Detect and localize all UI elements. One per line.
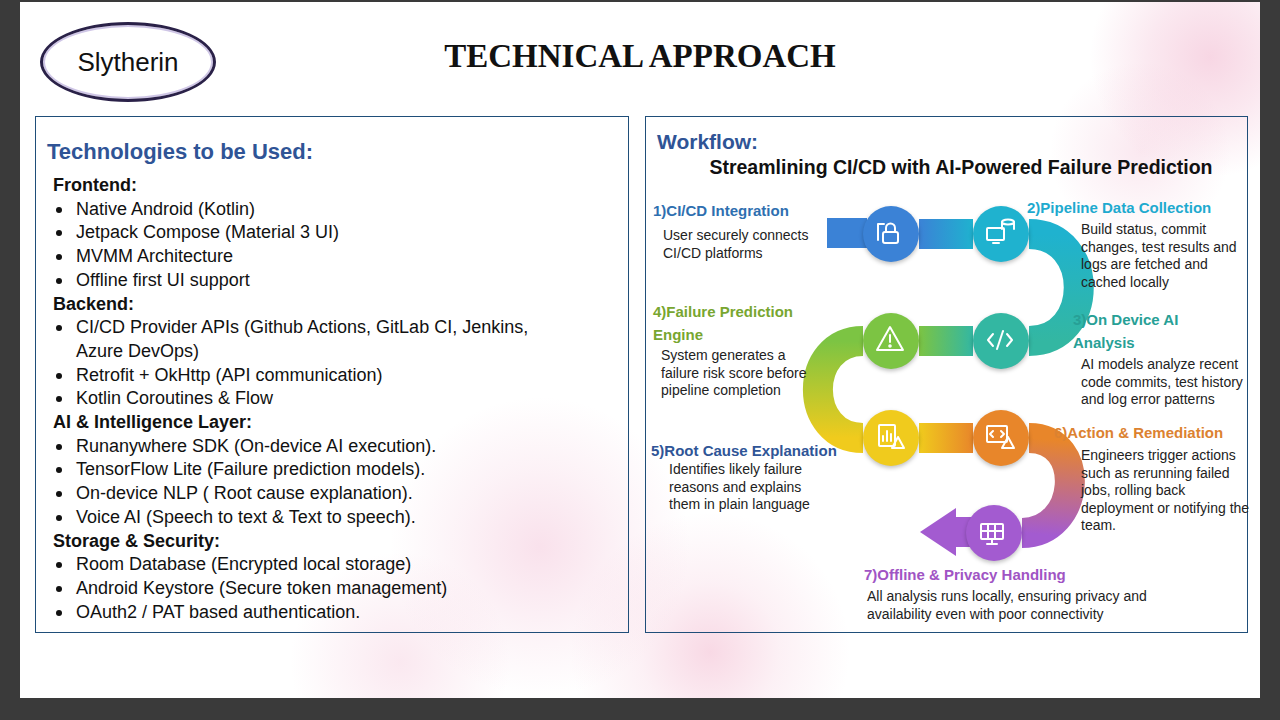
list-item: Retrofit + OkHttp (API communication) [76, 365, 383, 385]
bullet-dot [56, 491, 62, 497]
bullet-dot [56, 515, 62, 521]
list-item: Jetpack Compose (Material 3 UI) [76, 222, 339, 242]
bullet-dot [56, 396, 62, 402]
bullet-dot [56, 278, 62, 284]
panel-box: Workflow:Streamlining CI/CD with AI-Powe… [645, 116, 1248, 633]
tech-list: Frontend:Native Android (Kotlin) Jetpack … [53, 174, 573, 624]
list-row: Android Keystore (Secure token managemen… [53, 577, 573, 601]
flow-ribbon [1029, 234, 1079, 341]
step-title: 6)Action & Remediation [1054, 421, 1249, 444]
step-title: 2)Pipeline Data Collection [1027, 196, 1245, 219]
list-row: OAuth2 / PAT based authentication. [53, 601, 573, 625]
list-item: CI/CD Provider APIs (Github Actions, Git… [76, 317, 528, 361]
flow-ribbon [919, 326, 973, 356]
step-title: 1)CI/CD Integration [653, 199, 833, 222]
list-row: CI/CD Provider APIs (Github Actions, Git… [53, 316, 573, 363]
list-item: Native Android (Kotlin) [76, 199, 255, 219]
flow-ribbon [818, 341, 863, 438]
section-heading: Storage & Security: [53, 530, 573, 554]
bullet-dot [56, 230, 62, 236]
list-item: Voice AI (Speech to text & Text to speec… [76, 507, 416, 527]
step-text: All analysis runs locally, ensuring priv… [867, 588, 1157, 623]
step-circle: 1)CI/CD IntegrationUser securely connect… [863, 206, 919, 262]
list-row: Retrofit + OkHttp (API communication) [53, 364, 573, 388]
bullet-dot [56, 610, 62, 616]
section-heading: Backend: [53, 293, 573, 317]
list-row: MVMM Architecture [53, 245, 573, 269]
panel-box: Technologies to be Used: Frontend:Native … [35, 116, 629, 633]
bullet-dot [56, 325, 62, 331]
bullet-dot [56, 373, 62, 379]
bullet-dot [56, 254, 62, 260]
step-text: System generates a failure risk score be… [661, 347, 821, 400]
list-row: Offline first UI support [53, 269, 573, 293]
section-heading: AI & Intelligence Layer: [53, 411, 573, 435]
workflow-subtitle: Streamlining CI/CD with AI-Powered Failu… [673, 155, 1249, 179]
step-text: AI models analyze recent code commits, t… [1081, 356, 1253, 409]
list-item: Runanywhere SDK (On-device AI execution)… [76, 436, 436, 456]
ribbon-arrowhead [920, 508, 956, 556]
slide-title: TECHNICAL APPROACH [0, 38, 1280, 74]
flow-ribbon [919, 219, 973, 249]
step-title: 3)On Device AI Analysis [1073, 308, 1203, 354]
step-title: 5)Root Cause Explanation [651, 439, 861, 462]
team-oval: Slytherin [40, 22, 216, 102]
panel-heading: Technologies to be Used: [47, 139, 313, 165]
list-row: Native Android (Kotlin) [53, 198, 573, 222]
list-item: Room Database (Encrypted local storage) [76, 554, 411, 574]
list-row: On-device NLP ( Root cause explanation). [53, 482, 573, 506]
list-row: TensorFlow Lite (Failure prediction mode… [53, 458, 573, 482]
panel-heading: Workflow: [657, 129, 758, 155]
list-item: On-device NLP ( Root cause explanation). [76, 483, 413, 503]
bullet-dot [56, 444, 62, 450]
step-circle: 3)On Device AI AnalysisAI models analyze… [973, 313, 1029, 369]
list-item: Android Keystore (Secure token managemen… [76, 578, 447, 598]
list-item: OAuth2 / PAT based authentication. [76, 602, 360, 622]
list-row: Voice AI (Speech to text & Text to speec… [53, 506, 573, 530]
ribbon-start [827, 218, 867, 248]
step-text: User securely connects CI/CD platforms [663, 227, 828, 262]
step-text: Build status, commit changes, test resul… [1081, 221, 1253, 291]
step-text: Identifies likely failure reasons and ex… [669, 461, 819, 514]
bullet-dot [56, 586, 62, 592]
list-row: Jetpack Compose (Material 3 UI) [53, 221, 573, 245]
step-circle: 2)Pipeline Data CollectionBuild status, … [973, 206, 1029, 262]
bullet-dot [56, 562, 62, 568]
flow-ribbon [1022, 438, 1070, 533]
flow-ribbon [919, 423, 973, 453]
list-item: MVMM Architecture [76, 246, 233, 266]
step-title: 7)Offline & Privacy Handling [864, 563, 1134, 586]
team-name: Slytherin [77, 47, 178, 78]
section-heading: Frontend: [53, 174, 573, 198]
step-title: 4)Failure Prediction Engine [653, 300, 818, 346]
list-item: Kotlin Coroutines & Flow [76, 388, 273, 408]
bullet-dot [56, 207, 62, 213]
list-row: Kotlin Coroutines & Flow [53, 387, 573, 411]
step-text: Engineers trigger actions such as rerunn… [1081, 447, 1253, 535]
list-item: Offline first UI support [76, 270, 250, 290]
bullet-dot [56, 467, 62, 473]
list-item: TensorFlow Lite (Failure prediction mode… [76, 459, 425, 479]
list-row: Runanywhere SDK (On-device AI execution)… [53, 435, 573, 459]
list-row: Room Database (Encrypted local storage) [53, 553, 573, 577]
